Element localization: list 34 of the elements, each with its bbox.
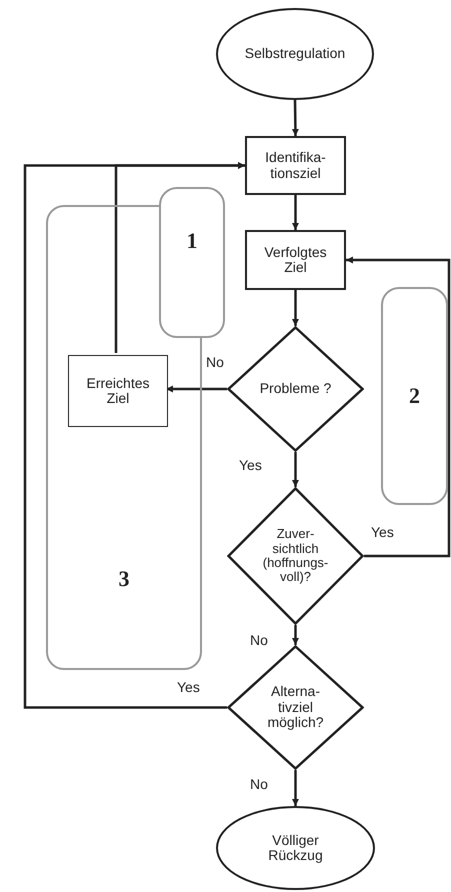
edge-label: Yes [176, 680, 201, 696]
arrow [292, 452, 299, 488]
node-label: Selbstregulation [244, 46, 346, 62]
process-box [245, 136, 346, 195]
group-number: 3 [118, 567, 130, 592]
arrow [292, 625, 299, 646]
decision-diamond [227, 645, 364, 770]
arrow [292, 290, 299, 326]
node-label: Alterna- tivziel möglich? [266, 684, 325, 731]
node-label: Probleme ? [258, 381, 332, 397]
edge-label: Yes [238, 458, 263, 474]
arrow [346, 256, 450, 558]
process-box [68, 355, 168, 427]
process-box [245, 230, 346, 290]
node-label: Identifika- tionsziel [264, 150, 327, 181]
node-label: Erreichtes Ziel [85, 376, 151, 406]
arrow [292, 195, 299, 230]
arrow [292, 100, 299, 136]
edge-label: Yes [370, 525, 395, 540]
group-panel [159, 187, 225, 338]
node-label: Völliger Rückzug [267, 832, 324, 864]
decision-diamond [227, 487, 364, 625]
group-panel [381, 287, 448, 505]
arrow [292, 770, 299, 806]
decision-diamond [227, 326, 364, 452]
node-label: Zuver- sichtlich (hoffnungs- voll)? [262, 527, 330, 585]
group-panel [46, 205, 202, 670]
node-label: Verfolgtes Ziel [263, 244, 328, 276]
group-number: 2 [408, 384, 421, 408]
group-number: 1 [186, 229, 198, 254]
edge-label: No [249, 633, 269, 648]
arrow [24, 162, 246, 709]
edge-label: No [249, 777, 269, 792]
edge-label: No [205, 355, 225, 370]
